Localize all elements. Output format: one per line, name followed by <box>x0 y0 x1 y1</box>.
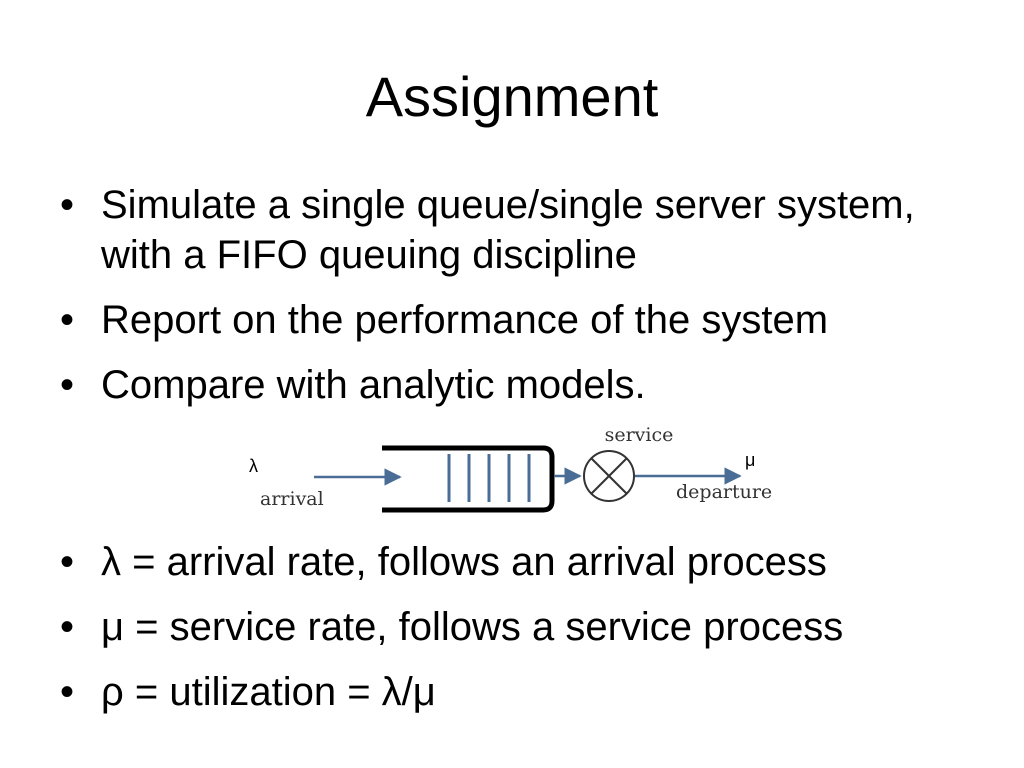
bullet-list-bottom: • λ = arrival rate, follows an arrival p… <box>60 537 980 732</box>
bullet-text: ρ = utilization = λ/μ <box>101 670 436 714</box>
bullet-item: • λ = arrival rate, follows an arrival p… <box>60 537 980 587</box>
bullet-item: • Compare with analytic models. <box>60 360 980 410</box>
bullet-text: μ = service rate, follows a service proc… <box>101 605 844 649</box>
arrival-label: arrival <box>260 488 324 510</box>
bullet-marker: • <box>60 605 75 649</box>
bullet-text: Compare with analytic models. <box>101 363 646 407</box>
queue-diagram: λ arrival service μ departure <box>249 424 772 513</box>
bullet-marker: • <box>60 540 75 584</box>
bullet-text: Simulate a single queue/single server sy… <box>101 183 915 277</box>
bullet-marker: • <box>60 298 75 342</box>
lambda-symbol: λ <box>249 456 258 476</box>
bullet-item: • Simulate a single queue/single server … <box>60 180 980 280</box>
bullet-marker: • <box>60 670 75 714</box>
bullet-marker: • <box>60 183 75 227</box>
bullet-marker: • <box>60 363 75 407</box>
bullet-text: λ = arrival rate, follows an arrival pro… <box>101 540 827 584</box>
server-icon <box>583 450 635 502</box>
bullet-item: • ρ = utilization = λ/μ <box>60 667 980 717</box>
departure-label: departure <box>676 481 772 503</box>
mu-symbol: μ <box>745 450 755 470</box>
service-label: service <box>605 424 674 446</box>
bullet-list-top: • Simulate a single queue/single server … <box>60 180 980 425</box>
queue-buffer <box>382 445 555 513</box>
bullet-item: • μ = service rate, follows a service pr… <box>60 602 980 652</box>
slide-title: Assignment <box>365 65 659 128</box>
bullet-text: Report on the performance of the system <box>101 298 829 342</box>
bullet-item: • Report on the performance of the syste… <box>60 295 980 345</box>
